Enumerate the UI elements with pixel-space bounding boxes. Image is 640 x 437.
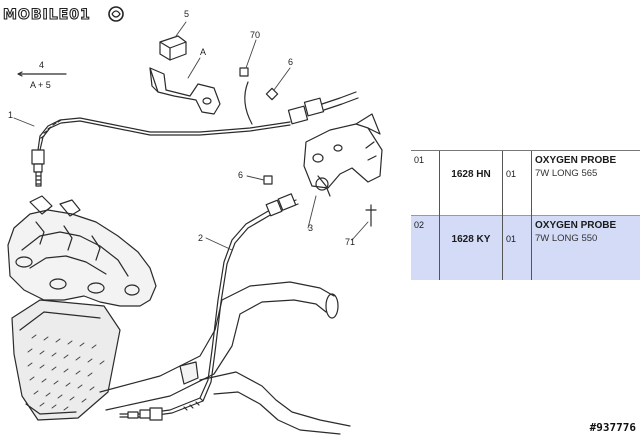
callout-1: 1 <box>8 110 14 120</box>
callout-2: 2 <box>198 233 204 243</box>
callout-3: 3 <box>308 223 314 233</box>
mobile01-logo: MOBILE01 <box>2 3 126 30</box>
mounting-bracket-part-3 <box>303 113 383 197</box>
row-index: 01 <box>411 150 440 216</box>
callout-A: A <box>200 47 207 57</box>
part-quantity: 01 <box>502 215 532 280</box>
marker-70 <box>239 67 249 77</box>
watermark: #937776 <box>589 421 636 434</box>
table-row[interactable]: 01 1628 HN 01 OXYGEN PROBE 7W LONG 565 <box>411 150 640 216</box>
part-name: OXYGEN PROBE <box>535 155 617 166</box>
part-reference: 1628 KY <box>439 215 503 280</box>
part-detail: 7W LONG 565 <box>535 168 598 179</box>
front-oxygen-probe <box>31 117 291 187</box>
callout-5: 5 <box>184 9 190 19</box>
table-row-selected[interactable]: 02 1628 KY 01 OXYGEN PROBE 7W LONG 550 <box>411 215 640 280</box>
leader-lines <box>13 21 369 251</box>
callout-71: 71 <box>345 237 356 247</box>
callout-70: 70 <box>250 30 261 40</box>
part-name: OXYGEN PROBE <box>535 220 617 231</box>
part-reference: 1628 HN <box>439 150 503 216</box>
group-mark <box>17 71 67 77</box>
screw-part-71 <box>365 204 377 227</box>
callout-6-top: 6 <box>288 57 294 67</box>
callout-A-plus-5: A + 5 <box>30 80 51 90</box>
logo-wordmark: MOBILE01 <box>2 6 124 24</box>
logo-text: MOBILE01 <box>3 7 91 23</box>
top-harness-connector <box>287 91 359 125</box>
bracket-part-A <box>149 67 221 115</box>
callout-6-bottom: 6 <box>238 170 244 180</box>
logo-swirl-icon <box>108 6 124 22</box>
part-quantity: 01 <box>502 150 532 216</box>
exhaust-manifold <box>7 195 157 307</box>
parts-table: 01 1628 HN 01 OXYGEN PROBE 7W LONG 565 0… <box>411 150 640 280</box>
exhaust-pipe <box>99 281 351 435</box>
part-description: OXYGEN PROBE 7W LONG 550 <box>531 215 640 280</box>
catalytic-converter <box>11 299 121 421</box>
callout-4: 4 <box>39 60 45 70</box>
clip-part-5 <box>159 35 187 61</box>
part-detail: 7W LONG 550 <box>535 233 598 244</box>
rear-oxygen-probe <box>119 193 299 421</box>
marker-6-bottom <box>263 175 273 185</box>
marker-6-top <box>265 87 279 101</box>
row-index: 02 <box>411 215 440 280</box>
part-description: OXYGEN PROBE 7W LONG 565 <box>531 150 640 216</box>
